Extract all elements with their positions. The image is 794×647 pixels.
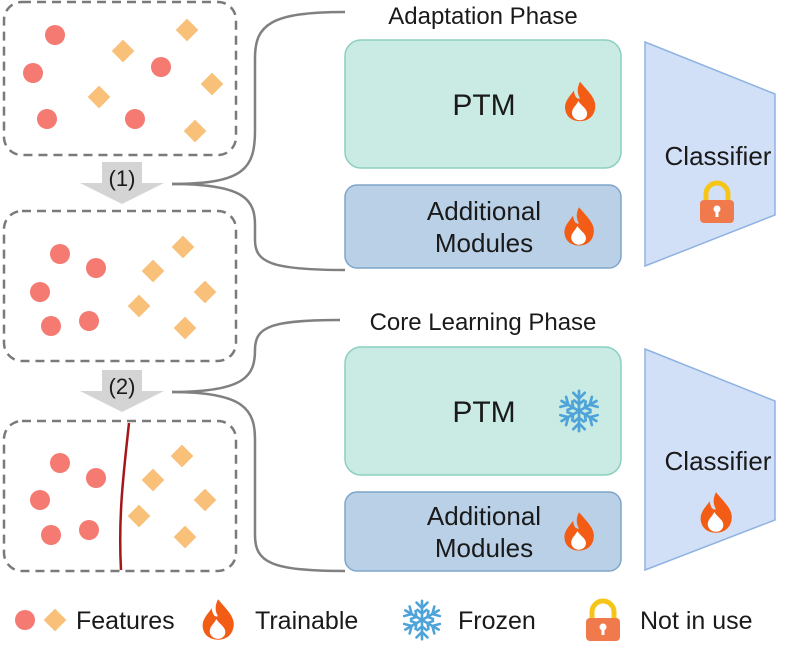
- core-learning-phase: Core Learning Phase PTM Additional Modul…: [344, 309, 776, 572]
- diamond-feature-icon: [127, 294, 151, 318]
- diamond-feature-icon: [183, 119, 207, 143]
- legend-trainable-label: Trainable: [255, 607, 358, 635]
- step-arrow-1: (1): [80, 162, 164, 204]
- feature-points-box-1: [23, 18, 224, 143]
- diamond-feature-icon: [141, 259, 165, 283]
- circle-feature-icon: [86, 468, 106, 488]
- circle-feature-icon: [151, 57, 171, 77]
- core-modules-label-line1: Additional: [427, 501, 541, 531]
- circle-feature-icon: [50, 244, 70, 264]
- connector-core-bottom: [171, 390, 346, 573]
- connector-adaptation-bottom: [171, 182, 346, 272]
- feature-box-2: [2, 209, 238, 363]
- circle-feature-icon: [23, 63, 43, 83]
- decision-boundary: [118, 422, 131, 571]
- circle-feature-icon: [125, 109, 145, 129]
- circle-feature-icon: [41, 316, 61, 336]
- adaptation-phase-title: Adaptation Phase: [388, 3, 577, 30]
- circle-feature-icon: [41, 525, 61, 545]
- legend-features-label: Features: [76, 607, 175, 635]
- connector-adaptation-top: [171, 10, 346, 186]
- diamond-feature-icon: [173, 316, 197, 340]
- diamond-feature-icon: [171, 235, 195, 259]
- adaptation-ptm-label: PTM: [452, 89, 515, 122]
- feature-points-box-3: [30, 422, 217, 571]
- diamond-feature-icon: [173, 525, 197, 549]
- core-classifier-block: [644, 347, 776, 572]
- circle-feature-icon: [30, 282, 50, 302]
- circle-feature-icon: [30, 490, 50, 510]
- step-label-2: (2): [109, 374, 136, 399]
- circle-feature-icon: [15, 610, 35, 630]
- circle-feature-icon: [45, 25, 65, 45]
- core-classifier-label: Classifier: [665, 446, 772, 476]
- legend-frozen-label: Frozen: [458, 607, 536, 635]
- adaptation-modules-label-line2: Modules: [435, 228, 533, 258]
- core-modules-label-line2: Modules: [435, 533, 533, 563]
- lock-icon: [586, 601, 620, 641]
- step-label-1: (1): [109, 166, 136, 191]
- circle-feature-icon: [37, 109, 57, 129]
- diamond-feature-icon: [127, 504, 151, 528]
- feature-box-3: [2, 419, 238, 573]
- diamond-feature-icon: [43, 608, 67, 632]
- legend: Features Trainable Frozen Not in use: [15, 599, 753, 641]
- adaptation-phase: Adaptation Phase PTM Additional Modules …: [344, 3, 776, 269]
- circle-feature-icon: [50, 453, 70, 473]
- adaptation-classifier-label: Classifier: [665, 141, 772, 171]
- diamond-feature-icon: [193, 280, 217, 304]
- circle-feature-icon: [79, 520, 99, 540]
- flame-icon: [202, 599, 234, 640]
- legend-not-in-use-label: Not in use: [640, 607, 753, 635]
- diamond-feature-icon: [193, 488, 217, 512]
- diamond-feature-icon: [87, 85, 111, 109]
- diamond-feature-icon: [170, 444, 194, 468]
- core-modules-block: [344, 491, 622, 572]
- circle-feature-icon: [86, 258, 106, 278]
- step-arrow-2: (2): [80, 370, 164, 412]
- feature-box-1: [2, 0, 238, 157]
- adaptation-modules-block: [344, 184, 622, 269]
- adaptation-modules-label-line1: Additional: [427, 196, 541, 226]
- circle-feature-icon: [79, 311, 99, 331]
- feature-points-box-2: [30, 235, 217, 340]
- diamond-feature-icon: [141, 468, 165, 492]
- connector-core-top: [171, 318, 341, 394]
- adaptation-classifier-block: [644, 40, 776, 268]
- diamond-feature-icon: [175, 18, 199, 42]
- core-ptm-block: [344, 346, 622, 476]
- diamond-feature-icon: [200, 72, 224, 96]
- core-phase-title: Core Learning Phase: [370, 309, 597, 336]
- core-ptm-label: PTM: [452, 396, 515, 429]
- diamond-feature-icon: [111, 39, 135, 63]
- adaptation-ptm-block: [344, 39, 622, 169]
- snowflake-icon: [403, 601, 442, 640]
